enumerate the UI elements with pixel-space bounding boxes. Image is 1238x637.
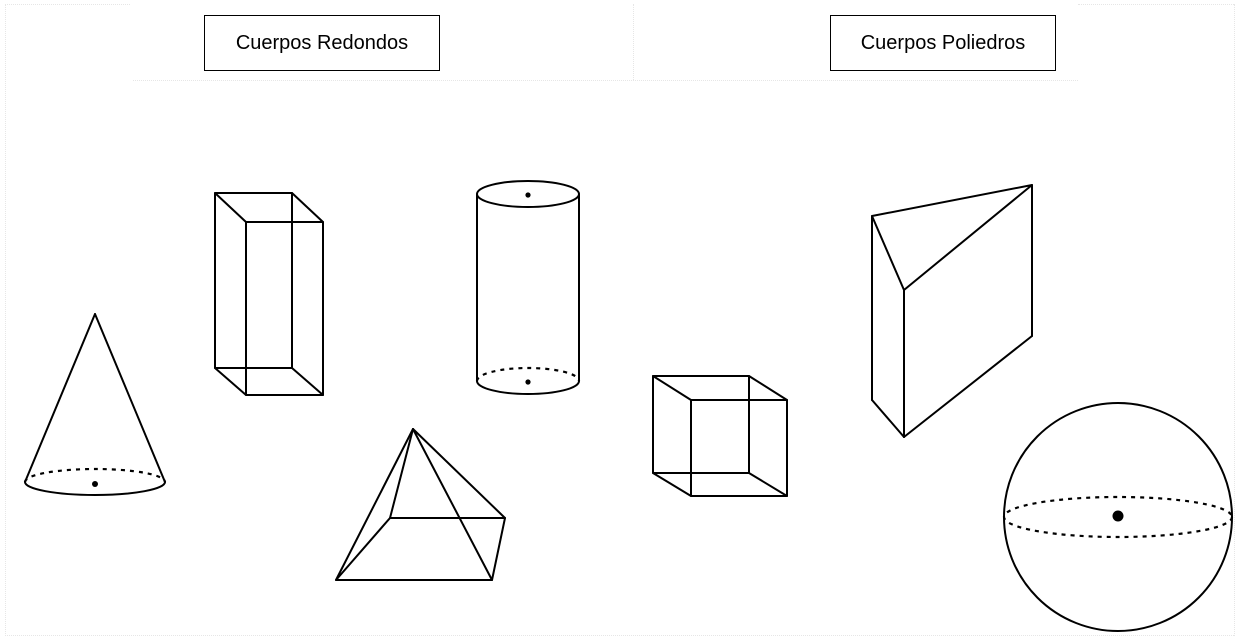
guide-line-header-divider xyxy=(633,4,634,80)
cube-shape[interactable] xyxy=(652,375,788,497)
guide-line-left xyxy=(5,4,6,636)
square-pyramid-shape[interactable] xyxy=(335,428,506,581)
cylinder-shape[interactable] xyxy=(475,180,581,395)
cone-shape[interactable] xyxy=(23,313,167,496)
round-bodies-label[interactable]: Cuerpos Redondos xyxy=(204,15,440,71)
guide-line-header xyxy=(133,80,1078,81)
guide-line-right xyxy=(1234,4,1235,636)
cylinder-base-center xyxy=(525,379,531,385)
guide-line-top-left xyxy=(5,4,130,5)
cylinder-top-center xyxy=(525,192,531,198)
guide-line-top-right xyxy=(1078,4,1234,5)
cone-base-center xyxy=(92,481,98,487)
rectangular-prism-shape[interactable] xyxy=(214,192,324,396)
triangular-prism-shape[interactable] xyxy=(871,184,1033,438)
polyhedra-label[interactable]: Cuerpos Poliedros xyxy=(830,15,1056,71)
guide-line-bottom xyxy=(5,635,1234,636)
sphere-center xyxy=(1112,510,1124,522)
sphere-shape[interactable] xyxy=(1002,402,1234,632)
